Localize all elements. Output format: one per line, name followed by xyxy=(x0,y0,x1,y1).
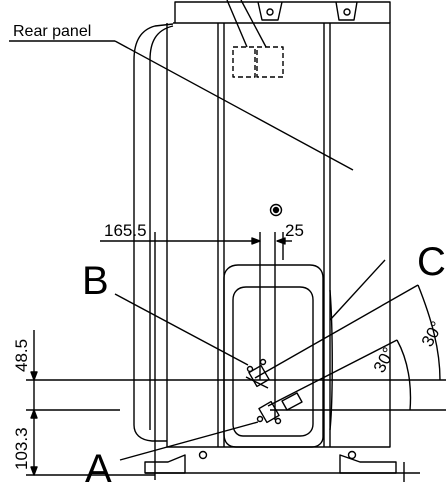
side-cover xyxy=(133,23,174,442)
bracket-hole-left xyxy=(266,8,274,16)
pipe-line-upper xyxy=(254,284,419,379)
pipe-line-lower xyxy=(267,339,398,407)
service-opening-outer xyxy=(223,264,324,448)
right-edge-bulge xyxy=(329,289,333,431)
leader-a xyxy=(119,421,259,461)
top-lid xyxy=(174,1,391,23)
arrow-48-bottom xyxy=(30,371,38,381)
rear-panel-label: Rear panel xyxy=(13,23,91,40)
foot-left xyxy=(144,454,186,474)
dim-25-label: 25 xyxy=(285,221,304,240)
leader-top-1 xyxy=(226,0,248,48)
leader-top-2 xyxy=(240,0,267,48)
service-opening-inner xyxy=(232,286,314,437)
valve-a xyxy=(256,392,303,425)
port-c-label: C xyxy=(417,240,446,284)
dim-48-label: 48.5 xyxy=(12,339,31,372)
leader-c xyxy=(329,259,386,321)
arrow-103-top xyxy=(30,409,38,419)
dashed-plate-right xyxy=(256,46,284,78)
bottom-screw-right xyxy=(347,450,357,460)
dashed-plate-left xyxy=(232,46,256,78)
angle-upper-label: 30° xyxy=(418,318,446,350)
valve-b xyxy=(245,358,270,389)
top-bracket-right xyxy=(335,1,358,21)
arrow-165-right xyxy=(251,237,261,245)
leader-b xyxy=(114,293,249,366)
bottom-screw-left xyxy=(198,450,208,460)
angle-arc-upper xyxy=(417,284,441,381)
dim-165-label: 165.5 xyxy=(104,221,147,240)
dim-103-label: 103.3 xyxy=(12,427,31,470)
angle-arc-lower xyxy=(396,339,412,411)
port-b-label: B xyxy=(82,259,109,303)
top-bracket-left xyxy=(257,1,283,21)
side-cover-inner xyxy=(149,25,174,430)
angle-lower-label: 30° xyxy=(370,344,399,376)
main-body xyxy=(166,22,391,448)
arrow-103-bottom xyxy=(30,466,38,476)
center-screw-outer xyxy=(269,203,283,217)
center-screw-inner xyxy=(272,206,280,214)
arrow-25-left xyxy=(276,237,286,245)
bracket-hole-right xyxy=(343,8,351,16)
port-a-label: A xyxy=(85,447,112,486)
foot-right xyxy=(339,454,397,474)
rear-panel-leader xyxy=(114,40,354,171)
